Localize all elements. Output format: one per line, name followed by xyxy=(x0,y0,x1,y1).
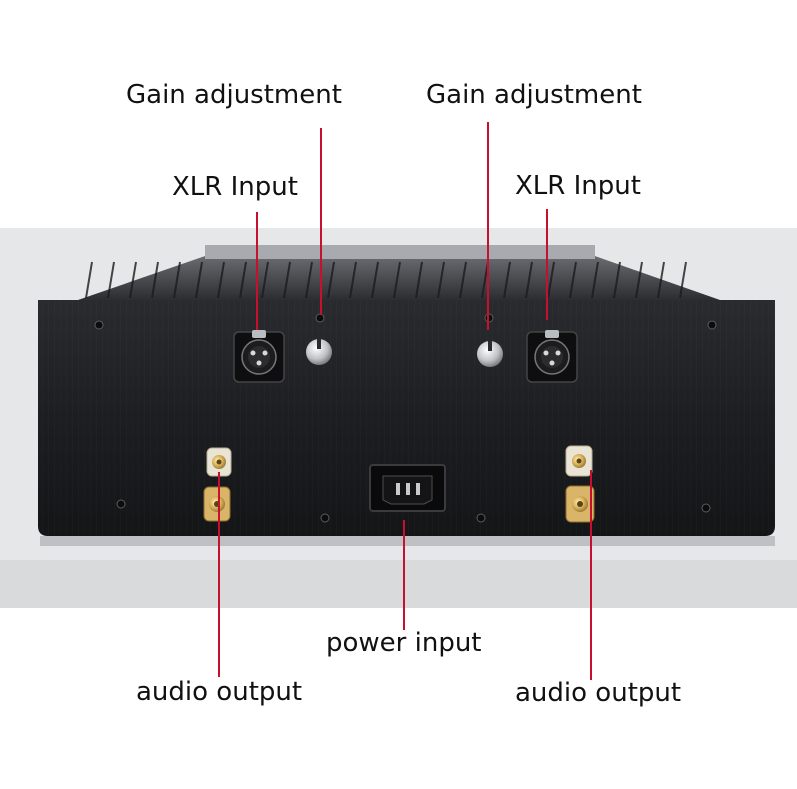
heatsink-fin xyxy=(107,261,115,299)
heatsink-fin xyxy=(217,261,225,299)
backdrop-floor xyxy=(0,560,797,608)
label-gain-left: Gain adjustment xyxy=(126,80,342,110)
chassis-shadow xyxy=(40,536,775,546)
heatsink-fin xyxy=(327,261,335,299)
heatsink-fin xyxy=(239,261,247,299)
binding-post-left-bottom xyxy=(203,486,231,522)
heatsink-fin xyxy=(503,261,511,299)
heatsink-fin xyxy=(437,261,445,299)
heatsink-fin xyxy=(547,261,555,299)
heatsink-fin xyxy=(129,261,137,299)
label-audio-right: audio output xyxy=(515,678,682,708)
heatsink-fin xyxy=(591,261,599,299)
heatsink-fin xyxy=(371,261,379,299)
heatsink-fin xyxy=(305,261,313,299)
heatsink-fin xyxy=(459,261,467,299)
heatsink-fin xyxy=(283,261,291,299)
binding-post-right-top xyxy=(565,445,593,477)
heatsink-fin xyxy=(613,261,621,299)
iec-power-socket xyxy=(369,464,446,512)
heatsink-fin xyxy=(569,261,577,299)
heatsink-fin xyxy=(85,261,93,299)
heatsink-top xyxy=(78,255,720,300)
heatsink-fin xyxy=(393,261,401,299)
heatsink-fin xyxy=(657,261,665,299)
binding-post-right-bottom xyxy=(565,485,595,523)
label-gain-right: Gain adjustment xyxy=(426,80,642,110)
heatsink-fin xyxy=(635,261,643,299)
heatsink-fin xyxy=(195,261,203,299)
label-xlr-left: XLR Input xyxy=(172,172,298,202)
heatsink-fin xyxy=(415,261,423,299)
xlr-socket-right xyxy=(526,330,578,383)
heatsink-fin xyxy=(349,261,357,299)
xlr-socket-left xyxy=(233,330,285,383)
heatsink-fin xyxy=(173,261,181,299)
heatsink-fin xyxy=(261,261,269,299)
label-xlr-right: XLR Input xyxy=(515,171,641,201)
label-audio-left: audio output xyxy=(136,677,303,707)
binding-post-left-top xyxy=(206,447,232,477)
heatsink-fin xyxy=(151,261,159,299)
gain-knob-right xyxy=(477,341,503,367)
label-power-input: power input xyxy=(326,628,482,658)
pointer-lines xyxy=(218,122,592,680)
gain-knob-left xyxy=(306,339,332,365)
heatsink-fin xyxy=(679,261,687,299)
heatsink-fin xyxy=(525,261,533,299)
heatsink-lip xyxy=(205,245,595,259)
